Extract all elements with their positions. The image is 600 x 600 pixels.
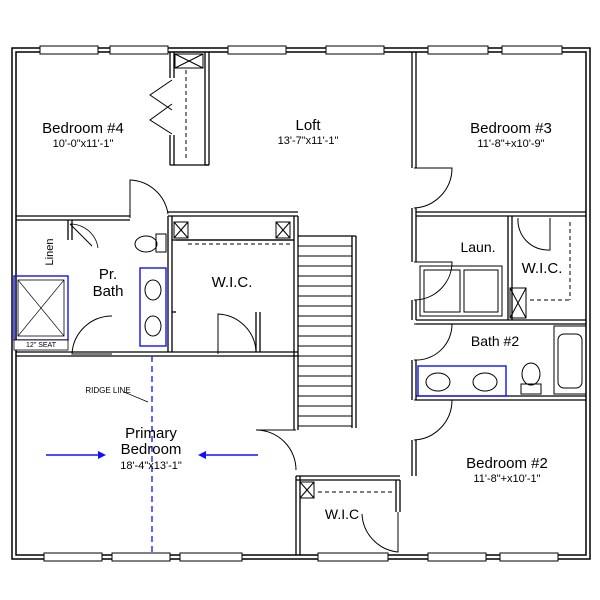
primary-label-line1: Primary <box>125 425 177 442</box>
door-wic-bed2 <box>361 512 399 553</box>
wic-bed2-label: W.I.C <box>325 506 359 522</box>
pr-bath-label-line2: Bath <box>93 283 124 300</box>
laundry-appliances <box>419 265 503 317</box>
bath2-fixtures <box>417 325 587 397</box>
primary-dims: 18'-4"x13'-1" <box>120 460 182 472</box>
door-wic-bed3 <box>517 217 551 251</box>
interior-walls <box>16 52 586 555</box>
door-laundry <box>413 261 453 301</box>
door-bedroom2 <box>413 399 453 441</box>
wic-bed3-label: W.I.C. <box>522 260 563 277</box>
door-bedroom4 <box>129 179 169 218</box>
door-pr-bath <box>71 315 113 355</box>
door-swings <box>69 167 551 553</box>
pr-bath-label-line1: Pr. <box>99 266 117 283</box>
seat-label: 12" SEAT <box>26 342 57 349</box>
bifold-doors <box>149 53 204 160</box>
bedroom2-dims: 11'-8"+x10'-1" <box>473 473 540 485</box>
door-bath2 <box>413 323 453 361</box>
exterior-walls <box>11 47 591 560</box>
bedroom3-label: Bedroom #3 <box>470 120 552 137</box>
linen-label: Linen <box>44 239 56 266</box>
bedroom4-dims: 10'-0"x11'-1" <box>53 138 114 150</box>
primary-label-line2: Bedroom <box>121 441 182 458</box>
loft-dims: 13'-7"x11'-1" <box>278 135 339 147</box>
ridge-line <box>46 356 258 555</box>
bedroom4-label: Bedroom #4 <box>42 120 124 137</box>
bedroom3-dims: 11'-8"+x10'-9" <box>477 138 544 150</box>
door-primary <box>255 429 297 471</box>
wic-primary-label: W.I.C. <box>212 274 253 291</box>
bedroom2-label: Bedroom #2 <box>466 455 548 472</box>
stairs <box>298 245 352 427</box>
laundry-label: Laun. <box>460 239 495 255</box>
ridge-line-label: RIDGE LINE <box>85 386 130 395</box>
door-bedroom3 <box>413 167 453 209</box>
windows <box>39 45 563 562</box>
bath2-label: Bath #2 <box>471 333 519 349</box>
loft-label: Loft <box>295 117 321 134</box>
closet-shelves <box>173 221 571 499</box>
pr-bath-fixtures <box>13 233 167 351</box>
door-wic-primary <box>217 313 257 354</box>
